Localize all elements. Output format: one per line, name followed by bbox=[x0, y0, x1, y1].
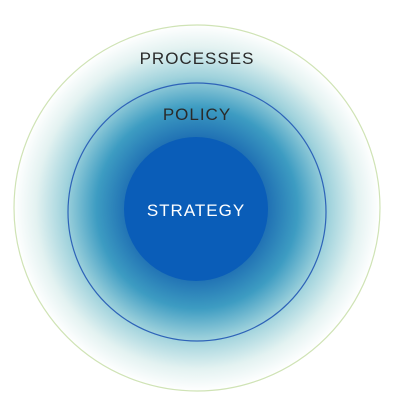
policy-label: POLICY bbox=[163, 105, 231, 124]
policy-circle bbox=[67, 82, 327, 342]
processes-label: PROCESSES bbox=[140, 49, 255, 68]
strategy-circle bbox=[124, 137, 268, 281]
strategy-label: STRATEGY bbox=[147, 201, 245, 220]
